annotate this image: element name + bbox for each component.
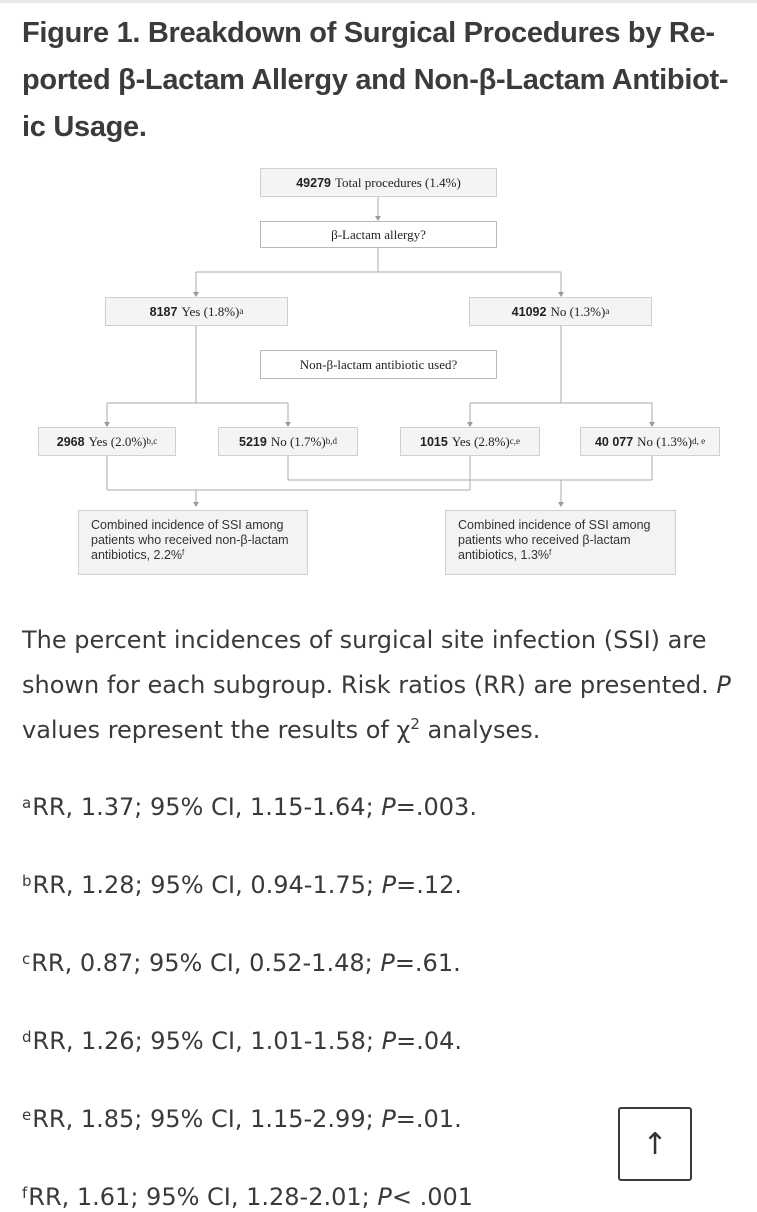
footnote-mark: b,c <box>146 436 158 446</box>
allergy-question-box: β-Lactam allergy? <box>260 221 497 248</box>
allergy-no-box: 41092 No (1.3%)a <box>469 297 652 326</box>
footnote-p-symbol: P <box>380 949 395 977</box>
footnote-f: fRR, 1.61; 95% CI, 1.28-2.01; P< .001 <box>22 1182 737 1212</box>
leaf-count: 1015 <box>420 434 448 449</box>
footnote-mark: c <box>22 950 31 968</box>
allergy-yes-count: 8187 <box>149 304 178 319</box>
footnote-e: eRR, 1.85; 95% CI, 1.15-2.99; P=.01. <box>22 1104 737 1134</box>
footnote-mark: f <box>549 548 552 557</box>
footnote-p-symbol: P <box>381 1105 396 1133</box>
footnote-mark: b,d <box>325 436 337 446</box>
footnote-text: RR, 1.37; 95% CI, 1.15-1.64; <box>32 793 382 821</box>
caption-text: values represent the results of χ <box>22 716 411 744</box>
leaf-box-no-allergy-no: 40 077 No (1.3%)d, e <box>580 427 720 456</box>
footnote-text: RR, 1.85; 95% CI, 1.15-2.99; <box>32 1105 382 1133</box>
footnote-mark: d, e <box>692 436 706 446</box>
allergy-question-label: β-Lactam allergy? <box>331 226 426 242</box>
footnote-p-value: < .001 <box>391 1183 474 1211</box>
footnote-p-value: =.61. <box>394 949 461 977</box>
footnote-text: RR, 0.87; 95% CI, 0.52-1.48; <box>31 949 381 977</box>
footnote-text: RR, 1.61; 95% CI, 1.28-2.01; <box>28 1183 378 1211</box>
footnote-a: aRR, 1.37; 95% CI, 1.15-1.64; P=.003. <box>22 792 737 822</box>
caption-text: The percent incidences of surgical site … <box>22 626 717 699</box>
figure-title-line: ported β-Lactam Allergy and Non-β-Lactam… <box>22 64 729 96</box>
leaf-label: No (1.3%) <box>637 433 693 449</box>
combined-non-beta-lactam-box: Combined incidence of SSI among patients… <box>78 510 308 575</box>
allergy-no-count: 41092 <box>511 304 547 319</box>
arrow-up-icon: ↑ <box>642 1126 668 1162</box>
footnote-p-symbol: P <box>381 871 397 899</box>
combined-non-beta-lactam-text: Combined incidence of SSI among patients… <box>91 518 289 562</box>
flowchart: 49279 Total procedures (1.4%) β-Lactam a… <box>0 160 757 600</box>
total-count: 49279 <box>296 175 331 190</box>
leaf-label: Yes (2.0%) <box>88 433 147 449</box>
allergy-yes-label: Yes (1.8%) <box>181 303 240 319</box>
footnote-mark: a <box>22 794 32 812</box>
footnote-text: RR, 1.28; 95% CI, 0.94-1.75; <box>32 871 382 899</box>
footnote-mark: e <box>22 1106 32 1124</box>
figure-caption: The percent incidences of surgical site … <box>22 618 737 753</box>
footnote-p-value: =.003. <box>395 793 477 821</box>
leaf-box-no-allergy-yes: 1015 Yes (2.8%)c,e <box>400 427 540 456</box>
total-label: Total procedures (1.4%) <box>334 174 461 190</box>
caption-text: analyses. <box>419 716 541 744</box>
footnote-p-symbol: P <box>381 1027 397 1055</box>
footnote-text: RR, 1.26; 95% CI, 1.01-1.58; <box>32 1027 382 1055</box>
leaf-label: No (1.7%) <box>270 433 326 449</box>
combined-beta-lactam-box: Combined incidence of SSI among patients… <box>445 510 676 575</box>
footnote-p-symbol: P <box>377 1183 392 1211</box>
caption-p-symbol: P <box>716 671 731 699</box>
antibiotic-question-box: Non-β-lactam antibiotic used? <box>260 350 497 379</box>
total-procedures-box: 49279 Total procedures (1.4%) <box>260 168 497 197</box>
allergy-yes-box: 8187 Yes (1.8%)a <box>105 297 288 326</box>
footnote-p-symbol: P <box>381 793 396 821</box>
figure-title: Figure 1. Breakdown of Surgical Procedur… <box>22 10 737 151</box>
footnote-b: bRR, 1.28; 95% CI, 0.94-1.75; P=.12. <box>22 870 737 900</box>
footnote-mark: f <box>22 1184 28 1202</box>
footnote-mark: a <box>239 306 244 316</box>
footnote-mark: b <box>22 872 32 890</box>
allergy-no-label: No (1.3%) <box>550 303 606 319</box>
figure-title-line: Figure 1. Breakdown of Surgical Procedur… <box>22 17 715 49</box>
footnote-p-value: =.12. <box>396 871 462 899</box>
footnote-mark: a <box>605 306 610 316</box>
top-divider <box>0 0 757 3</box>
caption-superscript: 2 <box>410 715 420 733</box>
leaf-box-yes-allergy-no: 5219 No (1.7%)b,d <box>218 427 358 456</box>
leaf-count: 5219 <box>239 434 267 449</box>
footnote-p-value: =.04. <box>396 1027 462 1055</box>
footnote-c: cRR, 0.87; 95% CI, 0.52-1.48; P=.61. <box>22 948 737 978</box>
scroll-to-top-button[interactable]: ↑ <box>618 1107 692 1181</box>
antibiotic-question-label: Non-β-lactam antibiotic used? <box>299 356 458 372</box>
leaf-count: 40 077 <box>594 434 634 449</box>
footnote-p-value: =.01. <box>395 1105 462 1133</box>
leaf-count: 2968 <box>56 434 85 449</box>
footnote-d: dRR, 1.26; 95% CI, 1.01-1.58; P=.04. <box>22 1026 737 1056</box>
figure-title-line: ic Usage. <box>22 111 147 143</box>
footnote-mark: c,e <box>509 436 520 446</box>
leaf-box-yes-allergy-yes: 2968 Yes (2.0%)b,c <box>38 427 176 456</box>
footnote-mark: d <box>22 1028 32 1046</box>
leaf-label: Yes (2.8%) <box>451 433 510 449</box>
footnote-mark: f <box>182 548 185 557</box>
flowchart-connectors <box>104 197 655 507</box>
combined-beta-lactam-text: Combined incidence of SSI among patients… <box>458 518 651 562</box>
